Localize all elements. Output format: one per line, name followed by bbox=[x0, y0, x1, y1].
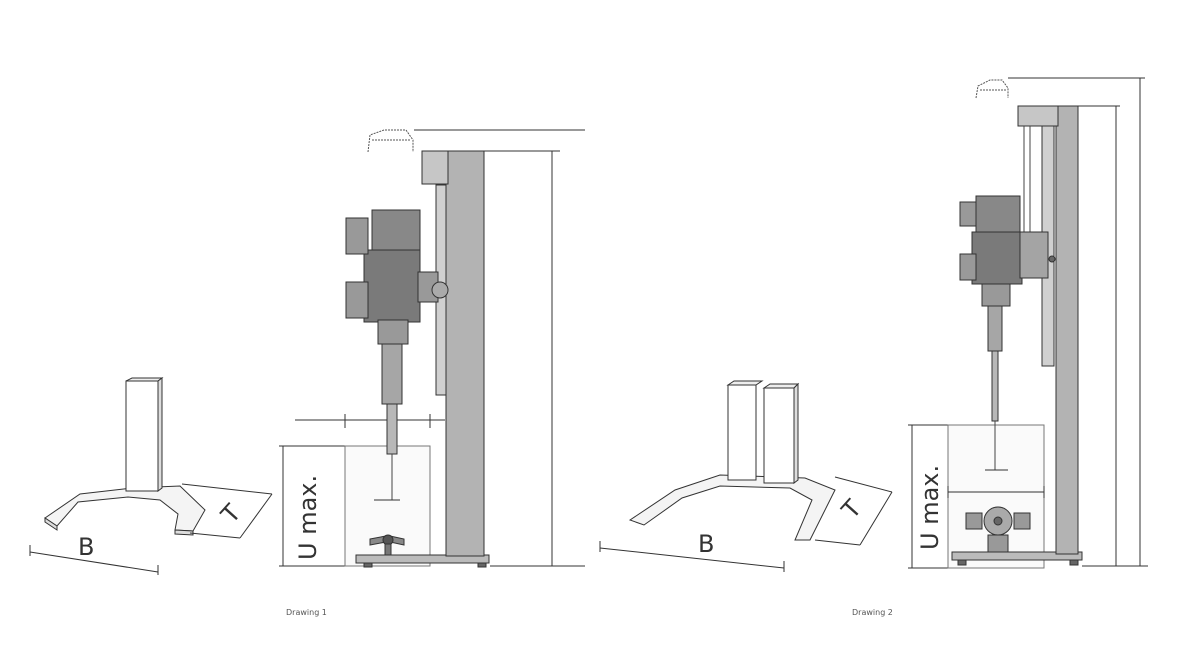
dimension-b-label: B bbox=[78, 533, 94, 561]
raised-head-outline-1 bbox=[367, 129, 414, 153]
drawing-2-caption: Drawing 2 bbox=[852, 608, 893, 617]
usable-height-label: U max. bbox=[294, 475, 322, 560]
stand-base-2 bbox=[628, 380, 836, 541]
dimension-t-label: T bbox=[215, 499, 247, 530]
dimension-b-label: B bbox=[698, 530, 714, 558]
dimension-t-label: T bbox=[836, 494, 868, 525]
vessel-width-dimension-2 bbox=[947, 486, 1045, 498]
raised-head-outline-2 bbox=[975, 79, 1009, 99]
stand-plate-2 bbox=[951, 506, 1083, 566]
vessel-width-dimension-1 bbox=[295, 414, 445, 428]
drawing-1-caption: Drawing 1 bbox=[286, 608, 327, 617]
usable-height-label: U max. bbox=[916, 465, 944, 550]
dimension-b-1 bbox=[29, 545, 159, 575]
drawing-2: B T U max. bbox=[599, 77, 1148, 572]
stand-base-1 bbox=[44, 377, 206, 536]
height-dimension-1 bbox=[414, 129, 585, 567]
adjustment-knob-icon bbox=[1048, 255, 1056, 263]
usable-height-dimension-2 bbox=[908, 424, 952, 569]
motor-head-1 bbox=[345, 209, 449, 501]
dimension-t-1 bbox=[181, 483, 273, 539]
drawing-1: B T U max. bbox=[29, 129, 585, 575]
stand-column-2 bbox=[1017, 105, 1079, 555]
height-dimension-2 bbox=[1008, 77, 1148, 567]
stand-column-1 bbox=[421, 150, 485, 557]
stand-plate-1 bbox=[355, 534, 490, 568]
adjustment-knob-icon bbox=[431, 281, 449, 299]
dimension-b-2 bbox=[599, 541, 785, 572]
usable-height-dimension-1 bbox=[279, 445, 355, 567]
dimension-t-2 bbox=[814, 476, 893, 546]
motor-head-2 bbox=[959, 195, 1056, 471]
